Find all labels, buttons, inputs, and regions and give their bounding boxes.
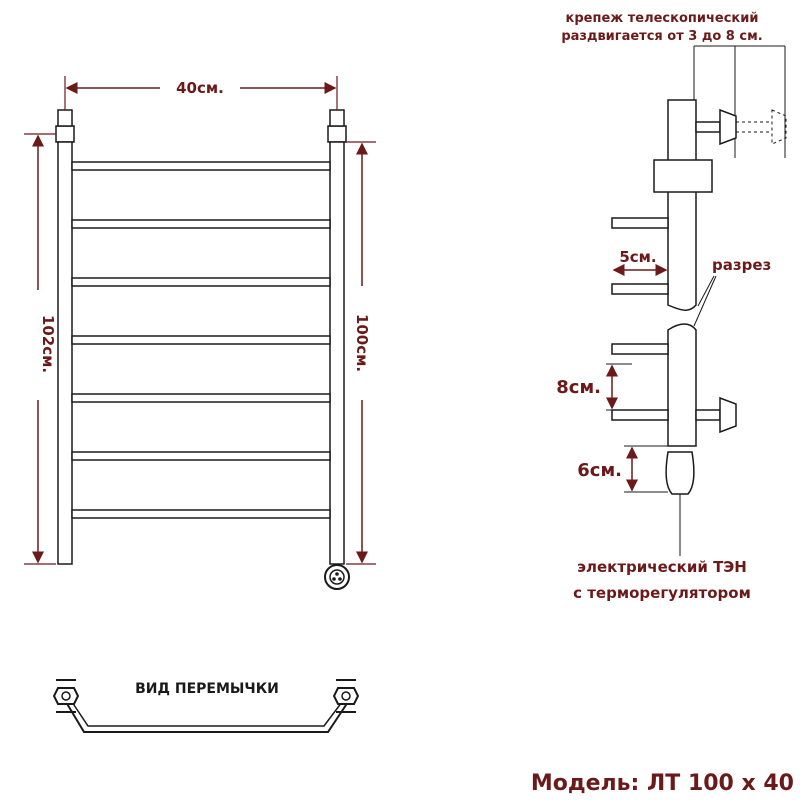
side-view: крепеж телескопический раздвигается от 3… — [556, 11, 787, 602]
rung — [71, 219, 331, 229]
side-rung-3 — [611, 343, 669, 355]
rung-depth-dimension: 5см. — [612, 248, 668, 276]
mount-block — [653, 159, 713, 193]
mount-label-line1: крепеж телескопический — [566, 11, 759, 26]
side-rung-4 — [611, 409, 669, 421]
outer-height-dimension: 102см. — [24, 133, 57, 565]
left-top-cap — [55, 125, 75, 143]
inner-height-dimension: 100см. — [346, 141, 376, 565]
mount-label-line2: раздвигается от 3 до 8 см. — [561, 29, 762, 44]
heater-knob — [324, 564, 350, 590]
model-label: Модель: ЛТ 100 х 40 — [531, 771, 794, 796]
heater-offset-label: 6см. — [577, 460, 622, 481]
jumper-title: ВИД ПЕРЕМЫЧКИ — [135, 681, 279, 697]
jumper-left-fitting — [52, 679, 80, 713]
rung — [71, 277, 331, 287]
width-label: 40см. — [176, 79, 224, 97]
heater-label-line1: электрический ТЭН — [577, 558, 747, 576]
rung — [71, 509, 331, 519]
front-view: 40см. 102см. 100см. — [24, 76, 376, 590]
rung — [71, 451, 331, 461]
heater-offset-dimension: 6см. — [577, 445, 668, 493]
upper-wall-bracket — [695, 108, 787, 146]
side-rung-2 — [611, 283, 669, 295]
rungs — [71, 161, 331, 519]
right-top-stub — [329, 109, 345, 127]
upper-post — [667, 99, 697, 311]
heater-element — [665, 451, 695, 495]
heater-label-line2: с терморегулятором — [573, 584, 751, 602]
left-top-stub — [57, 109, 73, 127]
rung-depth-label: 5см. — [619, 248, 656, 266]
rung — [71, 335, 331, 345]
right-upright — [329, 141, 345, 565]
width-dimension: 40см. — [64, 76, 338, 110]
right-top-cap — [327, 125, 347, 143]
rung — [71, 161, 331, 171]
lower-wall-bracket — [695, 396, 737, 434]
rung — [71, 393, 331, 403]
lower-post — [667, 323, 697, 447]
rung-spacing-dimension: 8см. — [556, 363, 632, 411]
rung-spacing-label: 8см. — [556, 377, 601, 398]
side-rung-1 — [611, 217, 669, 229]
inner-height-label: 100см. — [353, 314, 371, 372]
outer-height-label: 102см. — [39, 315, 57, 373]
cut-label: разрез — [712, 256, 771, 274]
jumper-view: ВИД ПЕРЕМЫЧКИ — [52, 679, 360, 733]
left-upright — [57, 141, 73, 565]
jumper-right-fitting — [332, 679, 360, 713]
